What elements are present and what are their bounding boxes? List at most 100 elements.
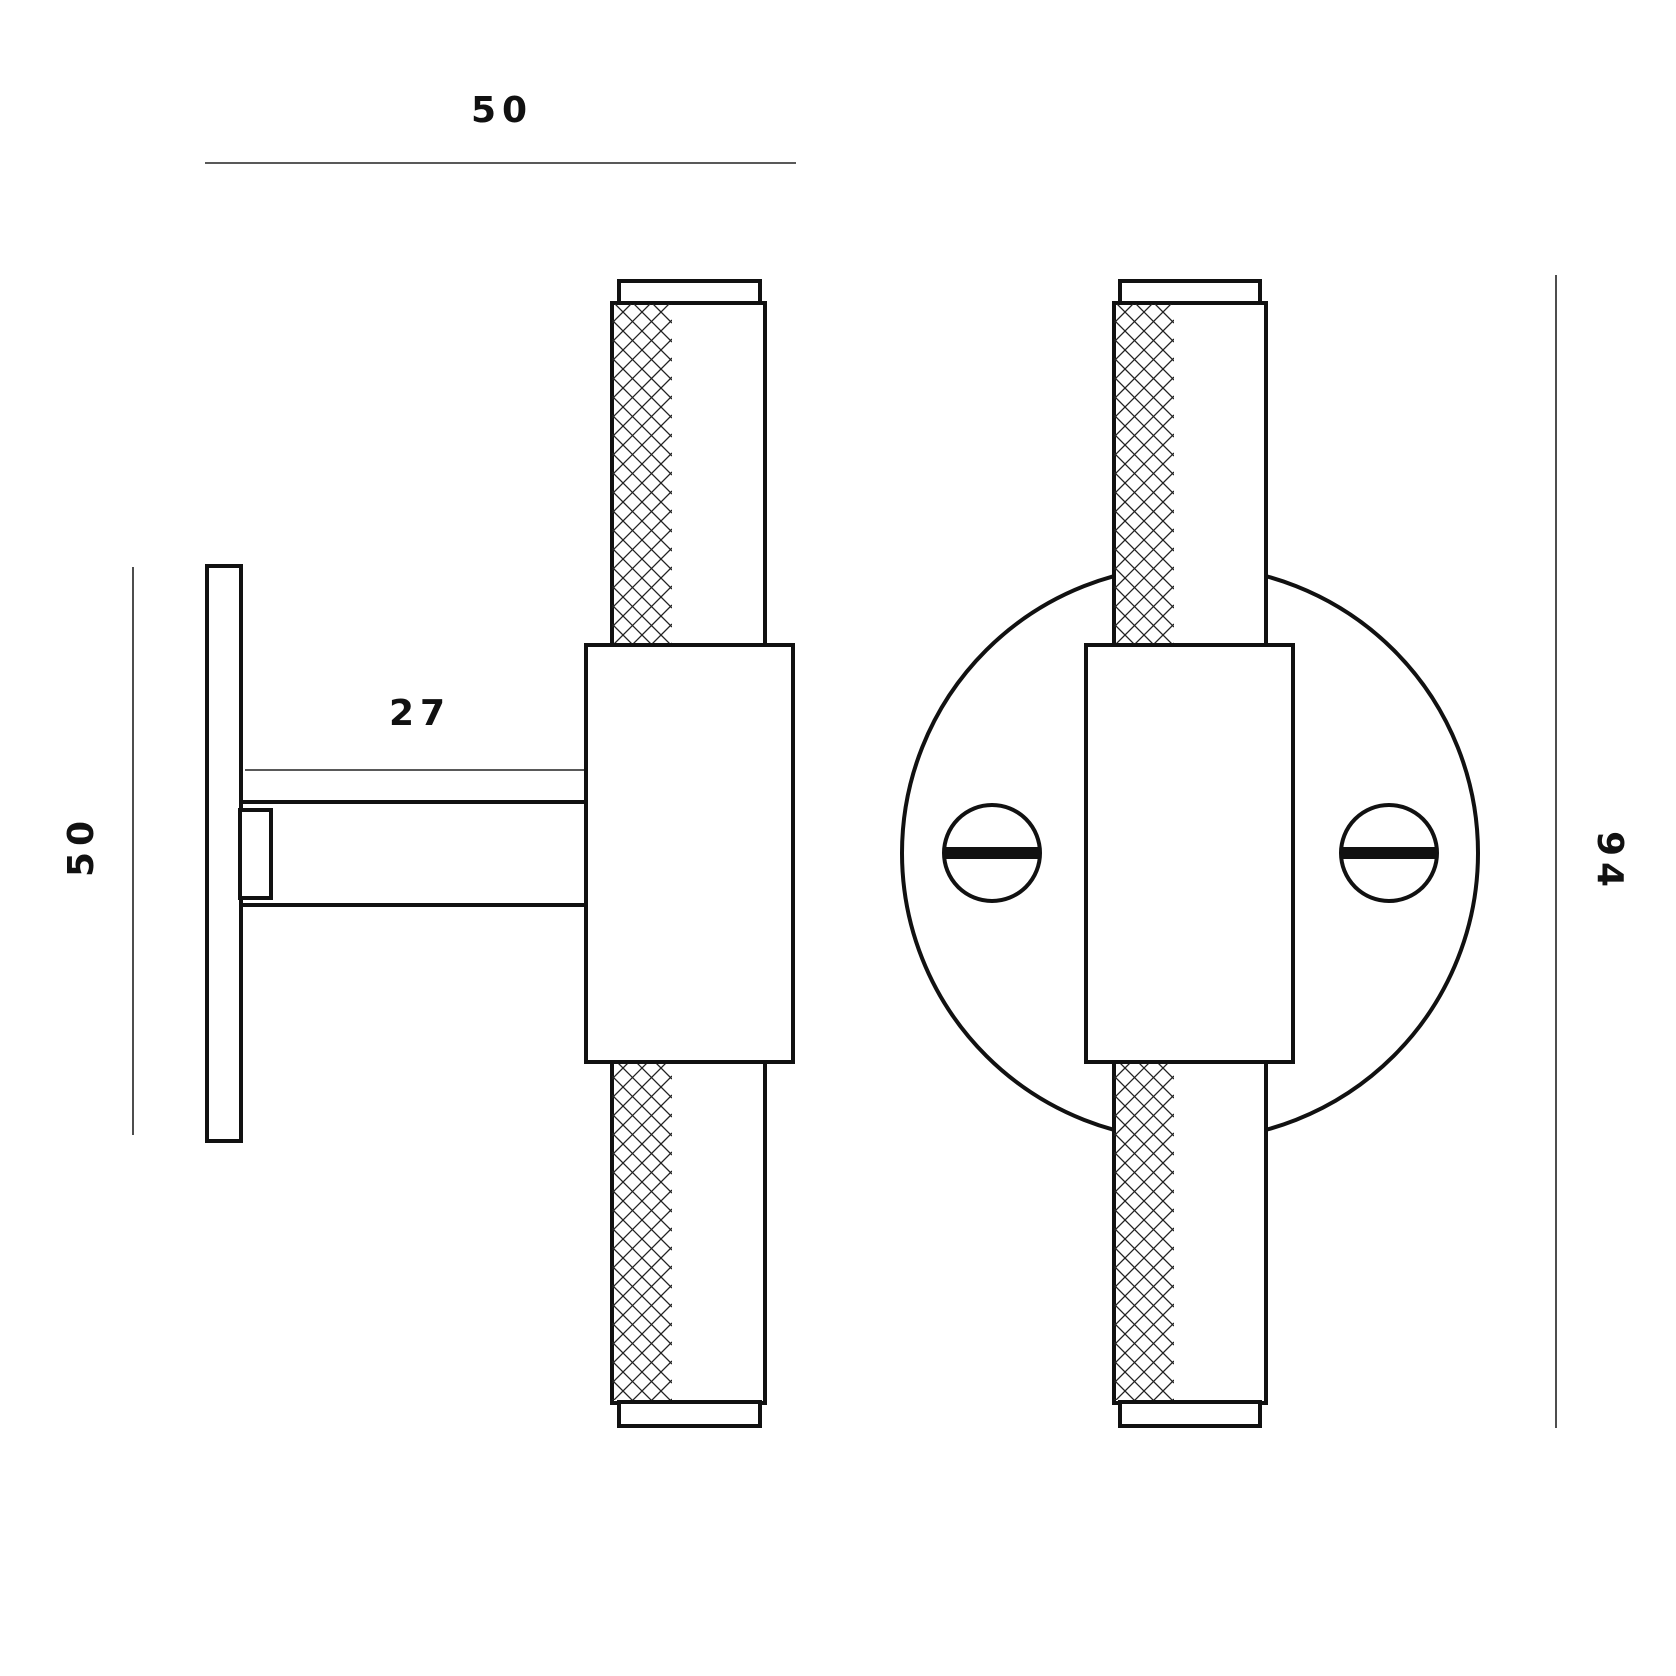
knurl-line (612, 490, 672, 552)
dim-label-overall-depth: 50 (471, 90, 533, 131)
knurl-line (1115, 1341, 1174, 1400)
knurl-line (612, 1437, 672, 1497)
knurl-line (651, 1379, 672, 1400)
side-bar-bottom-end-cap (617, 1400, 762, 1428)
left-screw (942, 803, 1042, 903)
front-bar-bottom-end-cap (1118, 1400, 1262, 1428)
knurl-line (1114, 547, 1174, 609)
knurl-line (1114, 1227, 1174, 1289)
dim-label-stem-length: 27 (389, 693, 451, 734)
knurl-line (612, 509, 672, 571)
knurl-line (1115, 585, 1174, 644)
side-stem (238, 800, 590, 907)
knurl-line (612, 1151, 672, 1213)
knurl-line (1114, 1060, 1153, 1099)
knurl-line (612, 1284, 672, 1346)
knurl-line (1114, 414, 1174, 476)
knurl-line (1114, 1132, 1174, 1194)
knurl-line (1114, 1189, 1174, 1251)
front-hub (1084, 643, 1295, 1064)
right-screw (1339, 803, 1439, 903)
knurl-line (612, 319, 672, 381)
knurl-line (1114, 433, 1174, 495)
side-hub (584, 643, 795, 1064)
knurl-line (1114, 1303, 1174, 1365)
knurl-line (612, 1322, 672, 1384)
knurl-line (612, 1265, 672, 1327)
knurl-line (612, 1075, 672, 1137)
knurl-line (1114, 1456, 1174, 1516)
knurl-line (652, 1060, 672, 1080)
knurl-line (632, 604, 672, 644)
knurl-line (612, 304, 670, 362)
knurl-line (1154, 1060, 1174, 1080)
knurl-line (612, 395, 672, 457)
knurl-line (612, 566, 672, 628)
front-bar-bottom-knurling (1114, 1060, 1174, 1516)
knurl-line (612, 1189, 672, 1251)
knurl-line (632, 1360, 672, 1400)
knurl-line (1114, 1060, 1134, 1080)
knurl-line (612, 1246, 672, 1308)
knurl-line (1114, 528, 1174, 590)
dimension-overall-depth: 50 (205, 90, 796, 164)
dimension-rose-height: 50 (61, 567, 134, 1135)
knurl-line (1134, 604, 1174, 644)
knurl-line (1114, 452, 1174, 514)
side-bar-bottom (610, 1056, 767, 1405)
knurl-line (1114, 1151, 1174, 1213)
knurl-line (1114, 1113, 1174, 1175)
side-rose-insert (238, 808, 273, 900)
knurl-line (613, 1341, 672, 1400)
knurl-line (612, 304, 651, 343)
knurl-line (612, 376, 672, 438)
knurl-line (612, 547, 672, 609)
knurl-line (612, 357, 672, 419)
knurl-line (1114, 1284, 1174, 1346)
knurl-line (612, 528, 672, 590)
knurl-line (1114, 1437, 1174, 1497)
knurl-line (612, 1456, 672, 1516)
knurl-line (1154, 304, 1174, 324)
knurl-line (612, 1060, 651, 1099)
knurl-line (1114, 357, 1174, 419)
knurl-line (1114, 490, 1174, 552)
knurl-line (612, 1170, 672, 1232)
knurl-line (612, 338, 672, 400)
knurl-line (612, 471, 672, 533)
knurl-line (612, 433, 672, 495)
knurl-line (1114, 376, 1174, 438)
knurl-line (1114, 471, 1174, 533)
dimension-overall-height: 94 (1555, 275, 1630, 1428)
knurl-line (612, 1379, 633, 1400)
left-screw-slot (944, 847, 1040, 859)
knurl-line (1153, 1379, 1174, 1400)
knurl-line (1114, 1094, 1174, 1156)
knurl-line (1114, 304, 1134, 324)
knurl-line (1114, 566, 1174, 628)
knurl-line (1114, 304, 1153, 343)
knurl-line (1134, 1360, 1174, 1400)
knurl-line (1114, 395, 1174, 457)
knurl-line (1114, 1060, 1172, 1118)
dim-label-rose-height: 50 (61, 815, 102, 877)
side-view (205, 279, 795, 1516)
knurl-line (612, 1227, 672, 1289)
knurl-line (1114, 1170, 1174, 1232)
knurl-line (1114, 623, 1135, 644)
right-screw-slot (1341, 847, 1437, 859)
knurl-line (613, 585, 672, 644)
side-bar-bottom-knurling (612, 1060, 672, 1516)
knurl-line (612, 1094, 672, 1156)
knurl-line (1114, 1208, 1174, 1270)
knurl-line (1114, 1322, 1174, 1384)
knurl-line (1114, 1075, 1174, 1137)
front-bar-top-knurling (1114, 304, 1174, 644)
knurl-line (612, 1060, 670, 1118)
knurl-line (1114, 509, 1174, 571)
knurl-line (612, 1060, 632, 1080)
side-rose-plate (205, 564, 243, 1143)
knurl-line (1153, 623, 1174, 644)
knurl-line (1114, 304, 1172, 362)
